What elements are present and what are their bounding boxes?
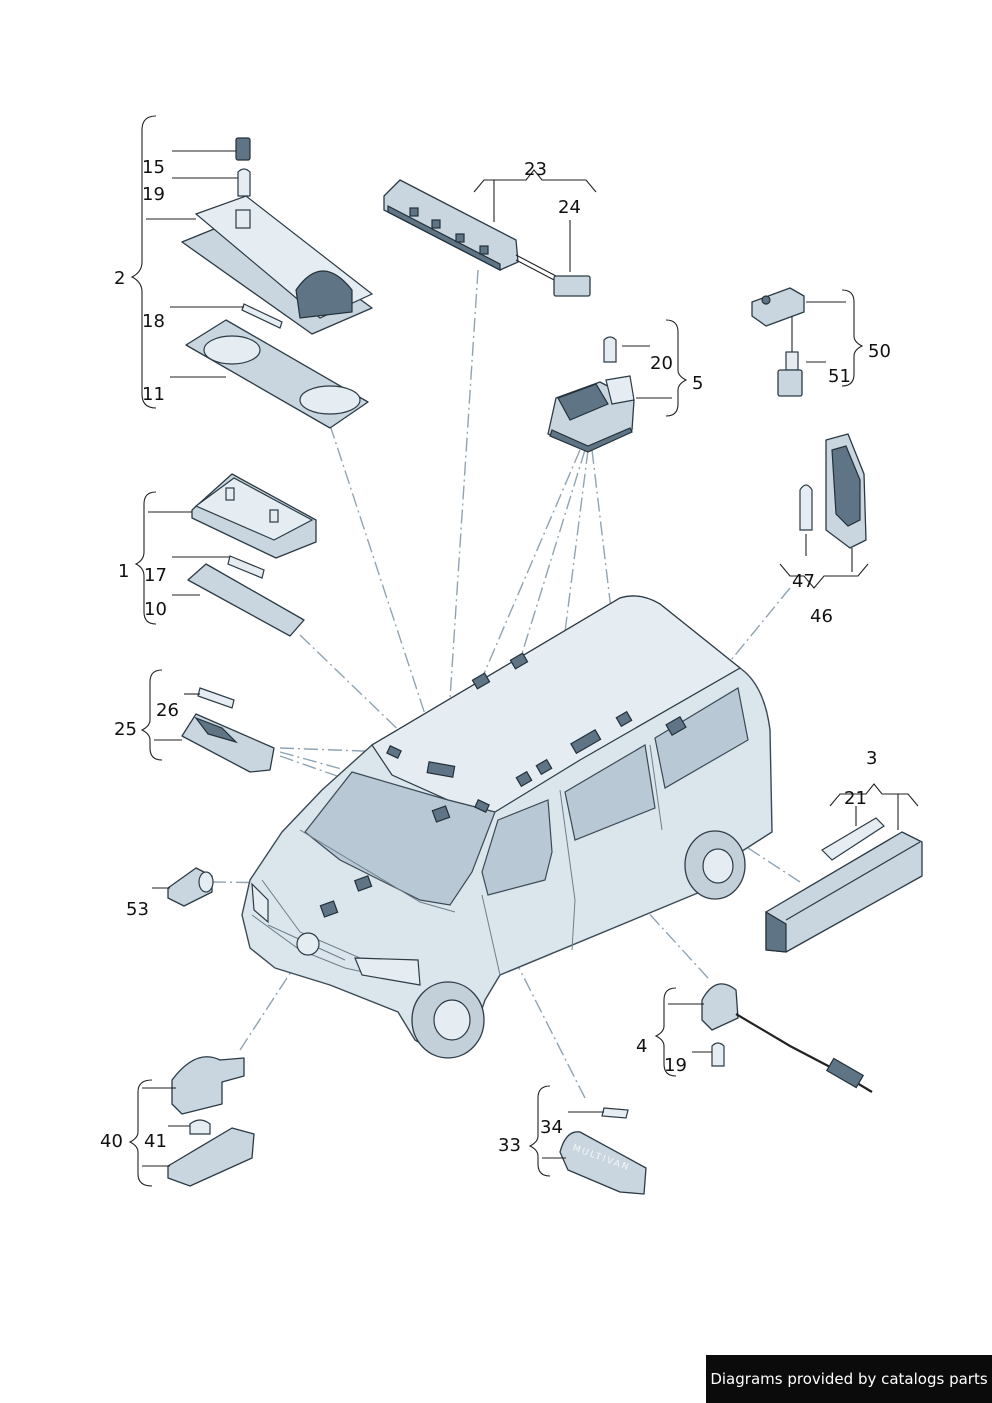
callout-34: 34 (540, 1117, 563, 1138)
callout-10: 10 (144, 599, 167, 620)
callout-46: 46 (810, 606, 833, 627)
callout-4: 4 (636, 1036, 647, 1057)
part-5-reading-light (547, 336, 635, 453)
callout-23: 23 (524, 159, 547, 180)
part-2-interior-light (181, 137, 374, 429)
callout-17: 17 (144, 565, 167, 586)
callout-40: 40 (100, 1131, 123, 1152)
callout-20: 20 (650, 353, 673, 374)
part-50-sensor (751, 287, 805, 397)
part-4-lamp-cable (701, 983, 873, 1093)
callout-26: 26 (156, 700, 179, 721)
part-1-interior-light (187, 473, 317, 637)
callout-2: 2 (114, 268, 125, 289)
part-53-socket (167, 867, 214, 907)
callout-24: 24 (558, 197, 581, 218)
callout-15: 15 (142, 157, 165, 178)
part-3-tailgate-light (765, 817, 923, 953)
callout-3: 3 (866, 748, 877, 769)
callout-51: 51 (828, 366, 851, 387)
callout-21: 21 (844, 788, 867, 809)
part-23-switch-module (383, 179, 591, 297)
callout-19-lower: 19 (664, 1055, 687, 1076)
callout-41: 41 (144, 1131, 167, 1152)
callout-labels: 15 19 2 18 11 23 24 20 5 50 51 47 46 1 1… (100, 157, 891, 1156)
callout-19: 19 (142, 184, 165, 205)
footer-credit: Diagrams provided by catalogs parts (706, 1355, 992, 1403)
callout-5: 5 (692, 373, 703, 394)
part-46-luggage-light (799, 433, 867, 549)
callout-25: 25 (114, 719, 137, 740)
part-25-door-light (181, 687, 275, 773)
part-33-badge-light: MULTIVAN (559, 1107, 647, 1195)
callout-53: 53 (126, 899, 149, 920)
callout-18: 18 (142, 311, 165, 332)
van (241, 595, 773, 1059)
callout-33: 33 (498, 1135, 521, 1156)
callout-50: 50 (868, 341, 891, 362)
callout-11: 11 (142, 384, 165, 405)
callout-1: 1 (118, 561, 129, 582)
leader-lines (128, 115, 919, 1187)
part-40-plate-light (167, 1056, 255, 1187)
callout-47: 47 (792, 571, 815, 592)
